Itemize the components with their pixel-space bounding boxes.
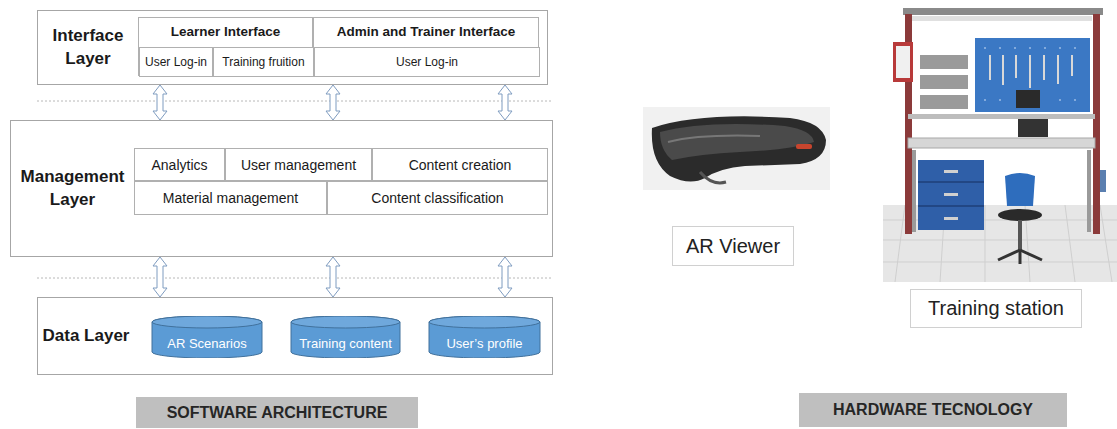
node-text: Material management (163, 190, 298, 206)
group-header: Learner Interface (139, 18, 312, 46)
node-text: Training station (928, 297, 1064, 320)
interface-cell: User Log-in (314, 47, 540, 77)
double-arrow (498, 85, 512, 120)
database-cylinder: AR Scenarios (151, 316, 263, 358)
cylinder-top (429, 316, 540, 328)
layer-title: Interface Layer (42, 11, 134, 84)
cylinder-body (429, 316, 540, 358)
database-cylinder: Training content (290, 316, 401, 358)
node-text: Training fruition (222, 55, 304, 69)
node-text: User management (241, 157, 356, 173)
workstation-picture (883, 8, 1117, 282)
caption-box: AR Viewer (672, 226, 794, 266)
caption-box: Training station (910, 289, 1082, 328)
ar-headset-picture (643, 107, 830, 190)
group-header: Admin and Trainer Interface (314, 18, 538, 46)
interface-group: Admin and Trainer InterfaceUser Log-in (313, 17, 539, 76)
cylinder-body (291, 316, 400, 358)
node-text: AR Viewer (686, 235, 780, 258)
node-text: User’s profile (446, 336, 522, 351)
node-text: HARDWARE TECNOLOGY (833, 401, 1033, 419)
node-text: User Log-in (145, 55, 207, 69)
layer-band: Management Layer Analytics User management… (10, 120, 553, 257)
module-box: User management (225, 148, 372, 181)
double-arrow (326, 257, 340, 297)
separator-line (37, 278, 553, 279)
node-text: User Log-in (396, 55, 458, 69)
double-arrow (326, 85, 340, 120)
double-arrow (153, 257, 167, 297)
module-box: Content classification (327, 181, 548, 215)
interface-cell: Training fruition (213, 47, 314, 77)
node-text: SOFTWARE ARCHITECTURE (167, 404, 388, 422)
interface-group: Learner InterfaceUser Log-in Training fru… (138, 17, 313, 76)
module-box: Material management (134, 181, 327, 215)
layer-band: Data Layer AR Scenarios Training content Us… (37, 297, 553, 375)
cylinder-top (291, 316, 400, 328)
database-cylinder: User’s profile (428, 316, 541, 358)
node-text: Training content (299, 336, 392, 351)
module-box: Content creation (372, 148, 548, 181)
section-banner: SOFTWARE ARCHITECTURE (136, 397, 418, 428)
cylinder-top (152, 316, 262, 328)
node-text: Content creation (409, 157, 512, 173)
cylinder-body (152, 316, 262, 358)
separator-line (37, 101, 553, 102)
module-box: Analytics (134, 148, 225, 181)
node-text: Analytics (151, 157, 207, 173)
layer-band: Interface LayerLearner InterfaceUser Log… (37, 10, 548, 85)
layer-title: Data Layer (42, 298, 130, 374)
layer-title: Management Layer (15, 121, 130, 256)
interface-cell: User Log-in (139, 47, 213, 77)
double-arrow (498, 257, 512, 297)
double-arrow (153, 85, 167, 120)
node-text: AR Scenarios (167, 336, 246, 351)
node-text: Content classification (371, 190, 503, 206)
section-banner: HARDWARE TECNOLOGY (799, 393, 1067, 427)
